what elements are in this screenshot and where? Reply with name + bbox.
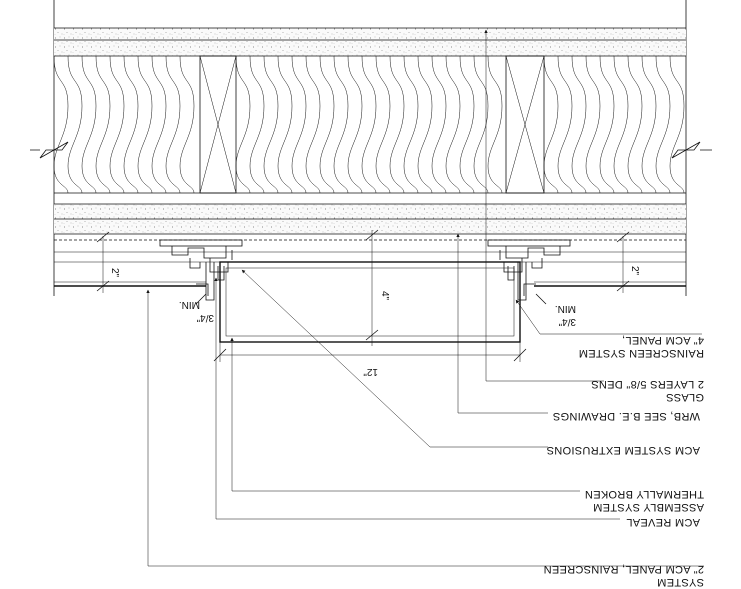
- insulation-loop: [95, 55, 111, 194]
- acm-panel-4in-box: [219, 261, 521, 343]
- note-acm-panel-4in: 4" ACM PANEL,RAINSCREEN SYSTEM: [578, 334, 704, 359]
- insulation-loop: [655, 55, 671, 194]
- top-sheathing-layer: [54, 27, 686, 57]
- note-acm-extrusions: ACM SYSTEM EXTRUSIONS: [546, 444, 700, 456]
- insulation-loop: [291, 55, 307, 194]
- insulation-loop: [81, 55, 97, 194]
- break-line-left: [30, 141, 69, 159]
- dimension-labels: 2" 2" 4" 12" MIN.3/4" MIN.3/4": [109, 266, 640, 377]
- min-left: MIN.3/4": [179, 299, 214, 323]
- leader-lines: [146, 29, 704, 567]
- insulation-loop: [389, 55, 405, 194]
- insulation-loop: [641, 55, 657, 194]
- insulation-loop: [109, 55, 125, 194]
- batt-insulation: [53, 55, 685, 194]
- insulation-loop: [613, 55, 629, 194]
- insulation-loop: [417, 55, 433, 194]
- stud-right: [505, 55, 545, 194]
- note-acm-reveal: ACM REVEAL: [626, 516, 700, 528]
- insulation-loop: [669, 55, 685, 194]
- dim-2in-left: 2": [109, 268, 120, 278]
- insulation-loop: [473, 55, 489, 194]
- break-line-right: [671, 141, 712, 159]
- insulation-loop: [459, 55, 475, 194]
- insulation-loop: [347, 55, 363, 194]
- min-right: MIN.3/4": [555, 303, 576, 327]
- insulation-loop: [571, 55, 587, 194]
- insulation-loop: [543, 55, 559, 194]
- insulation-loop: [585, 55, 601, 194]
- dim-2in-right: 2": [629, 266, 640, 276]
- insulation-loop: [627, 55, 643, 194]
- insulation-loop: [67, 55, 83, 194]
- insulation-loop: [179, 55, 195, 194]
- insulation-loop: [277, 55, 293, 194]
- acm-extrusion-left: [159, 239, 243, 301]
- insulation-loop: [165, 55, 181, 194]
- insulation-loop: [319, 55, 335, 194]
- dens-glass-layers: [54, 192, 686, 235]
- note-wrb: WRB, SEE B.E. DRAWINGS: [553, 410, 700, 422]
- insulation-loop: [375, 55, 391, 194]
- insulation-loop: [599, 55, 615, 194]
- acm-extrusion-right: [487, 239, 571, 301]
- insulation-loop: [487, 55, 503, 194]
- insulation-loop: [235, 55, 251, 194]
- insulation-loop: [403, 55, 419, 194]
- insulation-loop: [123, 55, 139, 194]
- dim-12in: 12": [363, 366, 378, 377]
- stud-left: [199, 55, 237, 194]
- insulation-loop: [557, 55, 573, 194]
- insulation-loop: [361, 55, 377, 194]
- insulation-loop: [305, 55, 321, 194]
- insulation-loop: [151, 55, 167, 194]
- insulation-loop: [445, 55, 461, 194]
- insulation-loop: [431, 55, 447, 194]
- insulation-loop: [53, 55, 69, 194]
- acm-panel-2in: [54, 251, 686, 287]
- insulation-loop: [137, 55, 153, 194]
- insulation-loop: [249, 55, 265, 194]
- dim-4in: 4": [379, 291, 390, 301]
- insulation-loop: [333, 55, 349, 194]
- insulation-loop: [263, 55, 279, 194]
